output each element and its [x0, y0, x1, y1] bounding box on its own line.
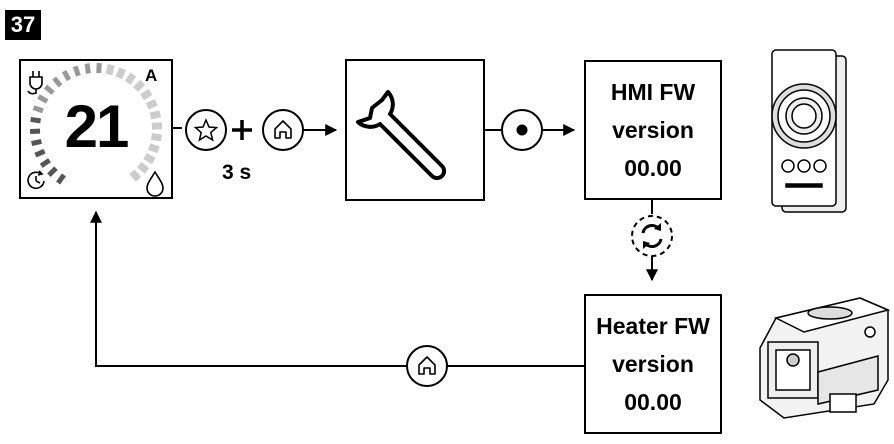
- ring-segment: [143, 152, 156, 164]
- hmi-firmware-box: HMI FW version 00.00: [584, 60, 722, 200]
- ring-segment: [32, 105, 44, 114]
- ring-segment: [115, 67, 126, 80]
- return-arrow: [90, 210, 584, 367]
- timer-icon: [27, 170, 45, 190]
- ring-segment: [151, 133, 162, 142]
- plus-icon: [232, 120, 252, 140]
- plug-icon: [27, 71, 43, 95]
- ring-segment: [37, 94, 49, 104]
- home-button-icon: [406, 345, 448, 387]
- ring-segment: [72, 65, 81, 77]
- hold-duration-label: 3 s: [222, 161, 252, 184]
- ring-segment: [140, 88, 153, 101]
- ring-segment: [137, 161, 150, 174]
- temperature-ring: [29, 62, 163, 185]
- ring-segment: [148, 143, 160, 154]
- heater-firmware-box: Heater FW version 00.00: [584, 294, 722, 434]
- ring-segment: [43, 84, 55, 95]
- ring-segment: [61, 70, 72, 82]
- rotate-arrows-icon: [631, 215, 673, 257]
- ring-segment: [129, 169, 142, 182]
- ring-segment: [124, 72, 137, 85]
- heater-box-subtitle: version: [612, 351, 694, 377]
- ring-segment: [145, 99, 158, 110]
- display-temperature: 21: [64, 93, 130, 160]
- heater-version-value: 00.00: [624, 389, 682, 415]
- ring-segment: [31, 138, 42, 147]
- ring-segment: [84, 63, 91, 74]
- thermostat-display: [19, 59, 173, 199]
- ring-segment: [30, 116, 41, 124]
- step-number-badge: 37: [5, 10, 41, 40]
- service-mode-box: [345, 59, 485, 201]
- ring-segment: [47, 166, 58, 177]
- display-mode-letter: A: [145, 66, 158, 85]
- ring-segment: [34, 148, 46, 158]
- water-drop-icon: [146, 170, 164, 197]
- star-button-icon: [185, 109, 227, 151]
- ring-segment: [39, 158, 51, 168]
- home-button-icon: [262, 109, 304, 151]
- heater-box-title: Heater FW: [596, 313, 710, 339]
- hmi-box-subtitle: version: [612, 117, 694, 143]
- center-dot-button-icon: [501, 109, 543, 151]
- ring-segment: [133, 79, 146, 92]
- ring-segment: [149, 110, 162, 120]
- ring-segment: [52, 76, 63, 88]
- ring-segment: [56, 173, 66, 185]
- heater-unit-illustration: [759, 297, 891, 419]
- control-panel-illustration: [771, 49, 847, 213]
- hmi-box-title: HMI FW: [610, 79, 696, 105]
- hmi-version-value: 00.00: [624, 155, 682, 181]
- wrench-icon: [356, 90, 447, 181]
- ring-segment: [105, 63, 115, 76]
